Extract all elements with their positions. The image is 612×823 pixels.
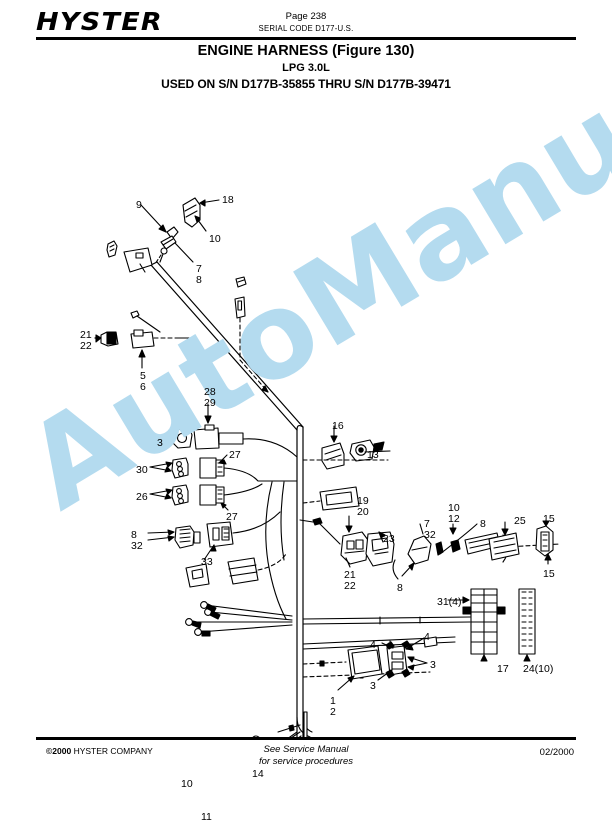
copyright-notice: ©2000 HYSTER COMPANY [46,746,153,756]
callout-32: 32 [131,540,143,552]
callout-10: 10 [209,233,221,245]
callout-13: 13 [367,449,379,461]
callout-3: 3 [157,437,163,449]
callout-26: 26 [136,491,148,503]
page-header: HYSTER Page 238 SERIAL CODE D177-U.S. EN… [0,0,612,92]
callout-18: 18 [222,194,234,206]
callout-10: 10 [448,502,460,514]
callout-2410: 24(10) [523,663,554,675]
callout-33: 33 [201,556,213,568]
revision-date: 02/2000 [539,747,574,758]
callout-20: 20 [357,506,369,518]
callout-27: 27 [229,449,241,461]
callout-2: 2 [330,706,336,718]
copyright-year: 2000 [52,746,72,756]
service-note-line2: for service procedures [259,756,353,768]
callout-1: 1 [330,695,336,707]
callout-3: 3 [370,680,376,692]
callout-3: 3 [430,659,436,671]
callout-23: 23 [383,533,395,545]
callout-17: 17 [497,663,509,675]
callout-9: 9 [136,199,142,211]
callout-22: 22 [344,580,356,592]
service-note-line1: See Service Manual [263,744,349,755]
callout-314: 31(4) [437,596,462,608]
callout-11: 11 [201,811,212,823]
serial-range-label: USED ON S/N D177B-35855 THRU S/N D177B-3… [161,77,451,91]
callout-7: 7 [196,263,202,275]
callout-19: 19 [357,495,369,507]
page-number: Page 238 [285,11,327,22]
callout-22: 22 [80,340,92,352]
hyster-logo: HYSTER [36,7,164,36]
copyright-symbol: © [46,746,53,756]
callout-30: 30 [136,464,148,476]
service-note: See Service Manual for service procedure… [0,744,612,769]
callout-5: 5 [140,370,146,382]
callout-32: 32 [424,529,436,541]
callout-16: 16 [332,420,344,432]
page-title: ENGINE HARNESS (Figure 130) [197,43,415,59]
callout-12: 12 [448,513,460,525]
callout-8: 8 [196,274,202,286]
header-divider [36,37,576,40]
footer-divider [36,737,576,740]
harness-diagram [0,92,612,737]
callout-29: 29 [204,397,216,409]
callout-15: 15 [543,568,555,580]
callout-28: 28 [204,386,216,398]
harness-diagram-svg [94,197,561,737]
callout-8: 8 [480,518,486,530]
callout-8: 8 [131,529,137,541]
callout-14: 14 [252,768,264,780]
company-name: HYSTER COMPANY [73,746,153,756]
callout-15: 15 [543,513,555,525]
callout-25: 25 [514,515,526,527]
page-subtitle: LPG 3.0L [282,62,330,74]
callout-6: 6 [140,381,146,393]
callout-4: 4 [424,631,430,643]
callout-7: 7 [424,518,430,530]
callout-21: 21 [80,329,92,341]
callout-10: 10 [181,778,193,790]
serial-code-label: SERIAL CODE D177-U.S. [258,24,354,33]
callout-27: 27 [226,511,238,523]
callout-8: 8 [397,582,403,594]
callout-4: 4 [370,639,376,651]
callout-21: 21 [344,569,356,581]
